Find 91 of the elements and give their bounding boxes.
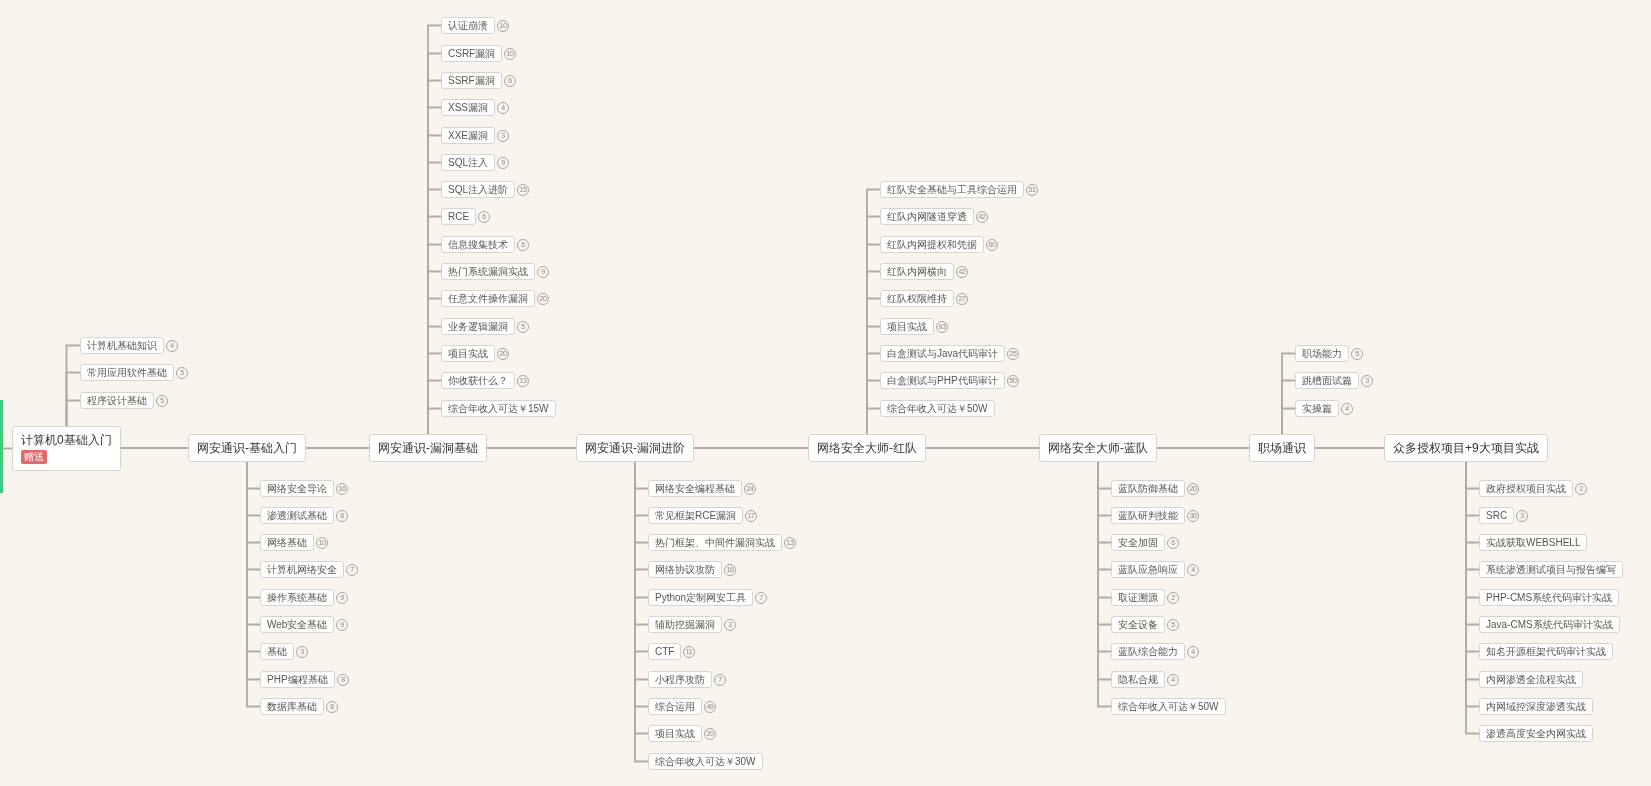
connector-line — [486, 447, 577, 449]
topic-box: 职场通识 — [1249, 434, 1315, 462]
subtopic-box: 任意文件操作漏洞 — [441, 290, 535, 307]
subtopic-box: 综合年收入可达￥50W — [1111, 698, 1226, 715]
subtopic-box: PHP-CMS系统代码审计实战 — [1479, 589, 1620, 606]
subtopic-box: 内网渗透全流程实战 — [1479, 671, 1583, 688]
subtopic-box: RCE — [441, 208, 477, 225]
subtopic-box: 业务逻辑漏洞 — [441, 318, 515, 335]
subtopic-box: 计算机基础知识 — [80, 337, 164, 354]
subtopic-box: 蓝队综合能力 — [1111, 643, 1185, 660]
subtopic-box: 综合年收入可达￥50W — [880, 400, 995, 417]
subtopic-box: 认证崩溃 — [441, 17, 495, 34]
gift-tag: 赠送 — [21, 450, 47, 464]
subtopic-box: 系统渗透测试项目与报告编写 — [1479, 561, 1623, 578]
subtopic-box: 常用应用软件基础 — [80, 364, 174, 381]
connector-line — [120, 447, 189, 449]
subtopic-box: 计算机网络安全 — [260, 561, 344, 578]
subtopic-box: 程序设计基础 — [80, 392, 154, 409]
subtopic-box: 红队内网提权和凭据 — [880, 236, 984, 253]
subtopic-box: 政府授权项目实战 — [1479, 480, 1573, 497]
subtopic-box: 职场能力 — [1295, 345, 1349, 362]
subtopic-box: SQL注入进阶 — [441, 181, 515, 198]
topic-box: 网安通识-基础入门 — [188, 434, 306, 462]
subtopic-box: XXE漏洞 — [441, 127, 495, 144]
subtopic-box: 综合运用 — [648, 698, 702, 715]
subtopic-box: 综合年收入可达￥15W — [441, 400, 556, 417]
subtopic-box: 蓝队研判技能 — [1111, 507, 1185, 524]
topic-box: 网络安全大师-红队 — [808, 434, 926, 462]
subtopic-box: 热门系统漏洞实战 — [441, 263, 535, 280]
subtopic-box: 网络协议攻防 — [648, 561, 722, 578]
subtopic-box: PHP编程基础 — [260, 671, 335, 688]
connector-line — [305, 447, 370, 449]
subtopic-box: 知名开源框架代码审计实战 — [1479, 643, 1613, 660]
subtopic-box: 红队安全基础与工具综合运用 — [880, 181, 1024, 198]
subtopic-box: 红队权限维持 — [880, 290, 954, 307]
connector-line — [1156, 447, 1250, 449]
subtopic-box: Java-CMS系统代码审计实战 — [1479, 616, 1620, 633]
subtopic-box: 你收获什么？ — [441, 372, 515, 389]
subtopic-box: 安全加固 — [1111, 534, 1165, 551]
topic-box: 网络安全大师-蓝队 — [1039, 434, 1157, 462]
subtopic-box: 项目实战 — [441, 345, 495, 362]
subtopic-box: 基础 — [260, 643, 294, 660]
topic-box: 网安通识-漏洞进阶 — [576, 434, 694, 462]
branch-line — [65, 399, 81, 427]
subtopic-box: 隐私合规 — [1111, 671, 1165, 688]
connector-line — [1314, 447, 1385, 449]
subtopic-box: SRC — [1479, 507, 1515, 524]
subtopic-box: 项目实战 — [648, 725, 702, 742]
subtopic-box: 白盒测试与PHP代码审计 — [880, 372, 1005, 389]
topic-title: 计算机0基础入门 — [21, 433, 112, 447]
subtopic-box: 红队内网隧道穿透 — [880, 208, 974, 225]
subtopic-box: 白盒测试与Java代码审计 — [880, 345, 1006, 362]
topic-box: 众多授权项目+9大项目实战 — [1384, 434, 1548, 462]
subtopic-box: CTF — [648, 643, 682, 660]
subtopic-box: SQL注入 — [441, 154, 495, 171]
subtopic-box: Python定制网安工具 — [648, 589, 754, 606]
root-topic-edge — [0, 400, 3, 493]
subtopic-box: 常见框架RCE漏洞 — [648, 507, 744, 524]
connector-line — [693, 447, 809, 449]
subtopic-box: 网络安全导论 — [260, 480, 334, 497]
subtopic-box: XSS漏洞 — [441, 99, 495, 116]
subtopic-box: 操作系统基础 — [260, 589, 334, 606]
subtopic-box: 信息搜集技术 — [441, 236, 515, 253]
subtopic-box: 热门框架、中间件漏洞实战 — [648, 534, 782, 551]
subtopic-box: 实战获取WEBSHELL — [1479, 534, 1588, 551]
subtopic-box: 蓝队防御基础 — [1111, 480, 1185, 497]
subtopic-box: 网络基础 — [260, 534, 314, 551]
subtopic-box: 综合年收入可达￥30W — [648, 753, 763, 770]
subtopic-box: 实操篇 — [1295, 400, 1339, 417]
subtopic-box: 内网域控深度渗透实战 — [1479, 698, 1593, 715]
subtopic-box: Web安全基础 — [260, 616, 335, 633]
subtopic-box: 辅助挖掘漏洞 — [648, 616, 722, 633]
subtopic-box: 蓝队应急响应 — [1111, 561, 1185, 578]
topic-box: 网安通识-漏洞基础 — [369, 434, 487, 462]
subtopic-box: 小程序攻防 — [648, 671, 712, 688]
subtopic-box: 安全设备 — [1111, 616, 1165, 633]
topic-box — [12, 426, 121, 471]
subtopic-box: 数据库基础 — [260, 698, 324, 715]
subtopic-box: 项目实战 — [880, 318, 934, 335]
subtopic-box: 网络安全编程基础 — [648, 480, 742, 497]
connector-line — [925, 447, 1040, 449]
subtopic-box: 取证溯源 — [1111, 589, 1165, 606]
branch-line — [1281, 407, 1296, 435]
subtopic-box: 红队内网横向 — [880, 263, 954, 280]
subtopic-box: 渗透高度安全内网实战 — [1479, 725, 1593, 742]
subtopic-box: CSRF漏洞 — [441, 45, 503, 62]
subtopic-box: 渗透测试基础 — [260, 507, 334, 524]
branch-line — [866, 407, 881, 435]
subtopic-box: SSRF漏洞 — [441, 72, 502, 89]
branch-line — [427, 407, 442, 435]
subtopic-box: 跳槽面试篇 — [1295, 372, 1359, 389]
